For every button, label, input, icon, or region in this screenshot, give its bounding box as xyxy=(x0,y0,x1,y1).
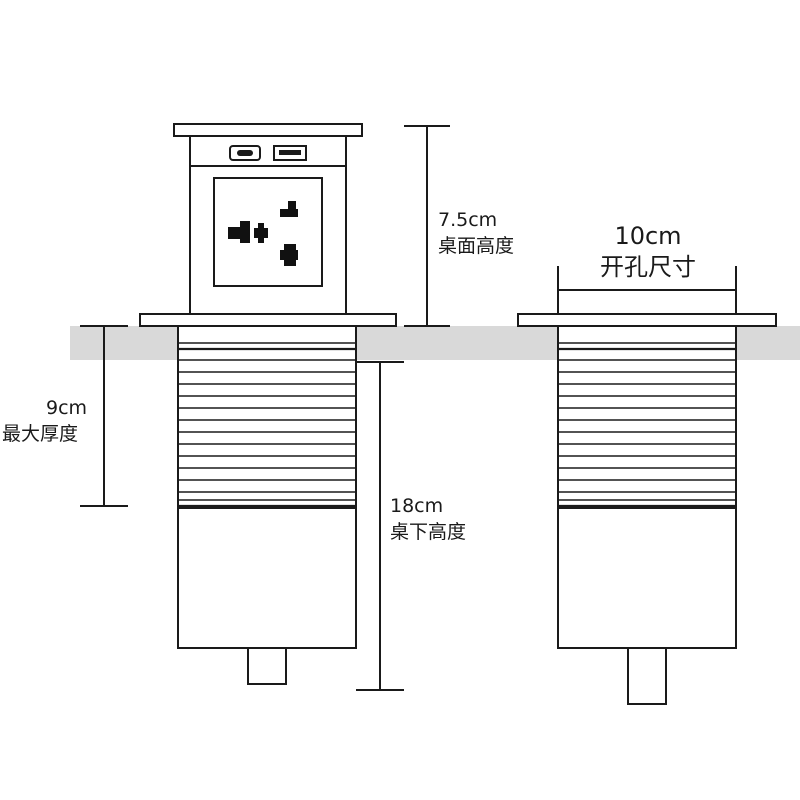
right-ribs xyxy=(558,342,736,508)
left-cable-stub xyxy=(247,647,287,685)
right-lower-housing xyxy=(557,507,737,649)
left-ribs xyxy=(178,342,356,508)
right-cable-stub xyxy=(627,647,667,705)
dim-desk-height xyxy=(404,125,450,327)
dim-hole-size xyxy=(557,266,737,314)
right-flange xyxy=(517,313,777,327)
left-lower-housing xyxy=(177,507,357,649)
under-desk-value: 18cm xyxy=(390,495,443,517)
left-socket-unit xyxy=(139,123,397,685)
left-flange xyxy=(139,313,397,327)
left-top-cap xyxy=(173,123,363,137)
dim-max-thickness xyxy=(80,325,128,507)
under-desk-label: 桌下高度 xyxy=(390,521,466,543)
max-thickness-label: 最大厚度 xyxy=(2,423,78,445)
hole-size-value: 10cm xyxy=(614,222,681,250)
right-socket-unit xyxy=(517,313,777,705)
max-thickness-value: 9cm xyxy=(46,397,87,419)
left-ribbed-section xyxy=(177,325,357,509)
usb-a-port-icon xyxy=(273,145,307,161)
universal-socket-icon xyxy=(228,201,298,266)
dim-under-desk xyxy=(356,361,404,691)
usb-c-port-icon xyxy=(229,145,261,161)
right-ribbed-section xyxy=(557,325,737,509)
hole-size-label: 开孔尺寸 xyxy=(600,253,696,281)
desk-height-value: 7.5cm xyxy=(438,209,497,231)
desk-height-label: 桌面高度 xyxy=(438,235,514,257)
